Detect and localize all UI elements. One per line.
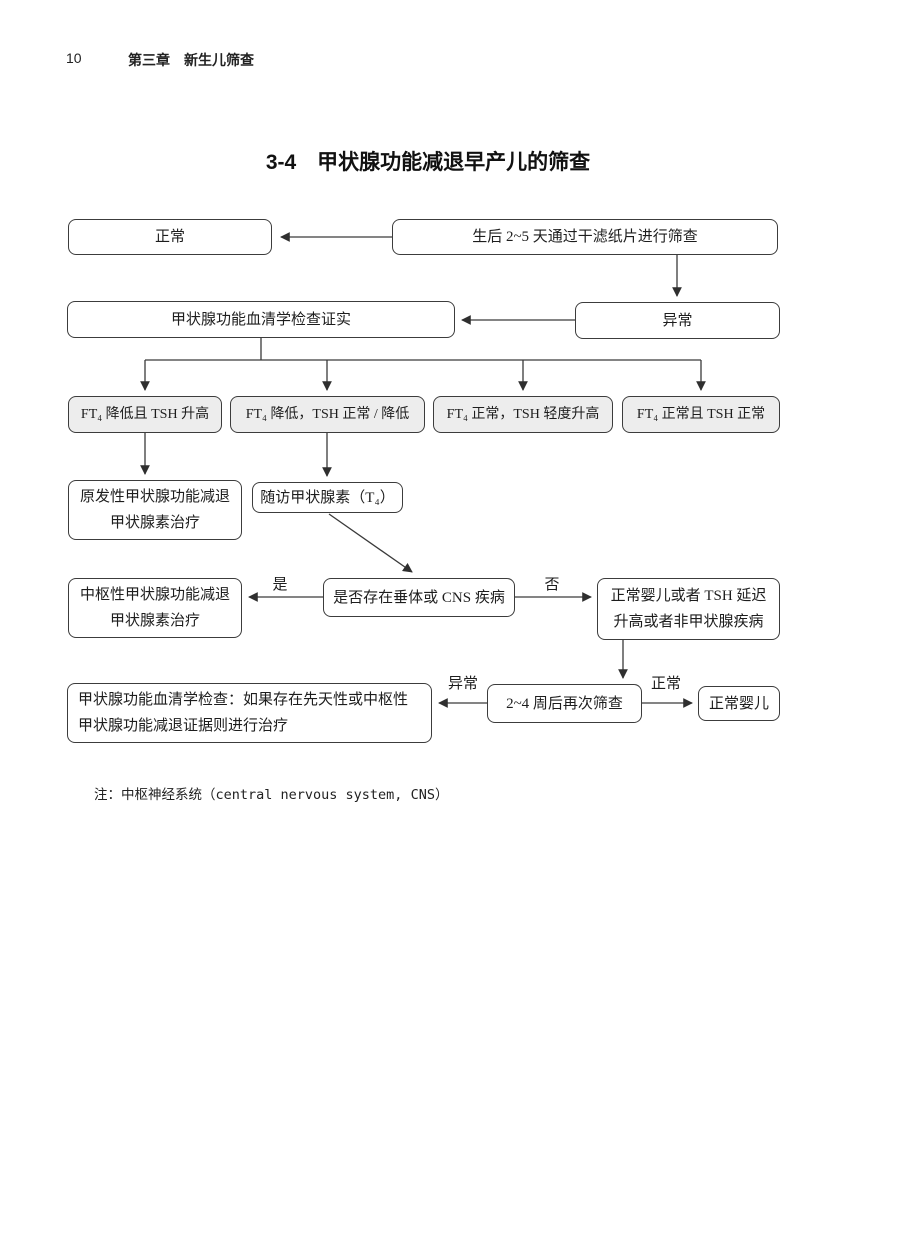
node-rescreen-2-4-weeks: 2~4 周后再次筛查 [487,684,642,723]
node-ft4-low-tsh-normal-or-low: FT₄ 降低，TSH 正常 / 降低 [230,396,425,433]
node-pituitary-cns-question: 是否存在垂体或 CNS 疾病 [323,578,515,617]
page-number: 10 [66,50,82,66]
node-abnormal-result: 异常 [575,302,780,339]
edge-label-yes: 是 [272,577,288,593]
node-follow-up-t4: 随访甲状腺素（T₄） [252,482,403,513]
node-serum-check-treat: 甲状腺功能血清学检查：如果存在先天性或中枢性 甲状腺功能减退证据则进行治疗 [67,683,432,743]
edge-label-abnormal: 异常 [447,676,478,692]
node-normal-infant: 正常婴儿 [698,686,780,721]
node-ft4-normal-tsh-normal: FT₄ 正常且 TSH 正常 [622,396,780,433]
node-ft4-low-tsh-high: FT₄ 降低且 TSH 升高 [68,396,222,433]
node-primary-hypothyroidism: 原发性甲状腺功能减退 甲状腺素治疗 [68,480,242,540]
edge-label-no: 否 [544,577,560,593]
node-normal-or-delayed-tsh: 正常婴儿或者 TSH 延迟 升高或者非甲状腺疾病 [597,578,780,640]
edge-branch-trunk [145,338,701,361]
figure-title: 3-4 甲状腺功能减退早产儿的筛查 [265,151,591,174]
chapter-header: 第三章 新生儿筛查 [128,52,254,68]
node-normal-result: 正常 [68,219,272,255]
node-screening: 生后 2~5 天通过干滤纸片进行筛查 [392,219,778,255]
node-serum-confirm: 甲状腺功能血清学检查证实 [67,301,455,338]
node-ft4-normal-tsh-mild-high: FT₄ 正常，TSH 轻度升高 [433,396,613,433]
node-central-hypothyroidism: 中枢性甲状腺功能减退 甲状腺素治疗 [68,578,242,638]
footnote: 注：中枢神经系统（central nervous system, CNS） [94,787,449,803]
edge-follow-up-to-question [328,513,413,573]
edge-label-normal: 正常 [650,676,681,692]
